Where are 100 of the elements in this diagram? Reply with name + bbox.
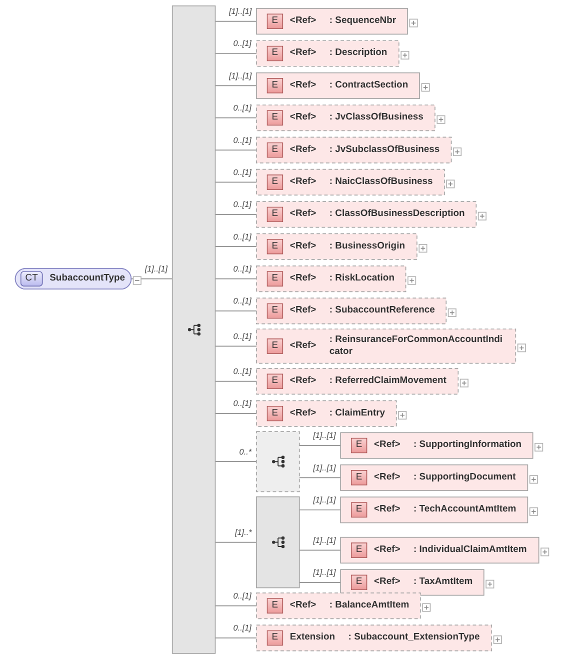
element-tag: E <box>266 303 284 319</box>
element-box <box>256 592 421 620</box>
type-name: : TechAccountAmtItem <box>414 504 518 516</box>
element-name: <Ref> <box>290 112 318 124</box>
multiplicity-label: 0..[1] <box>233 200 252 211</box>
element-box <box>256 298 447 324</box>
element-box <box>256 201 477 228</box>
type-name: : ReferredClaimMovement <box>329 375 448 388</box>
multiplicity-label: [1]..[1] <box>313 464 337 474</box>
type-name: : SubaccountReference <box>329 304 436 317</box>
element-tag: E <box>266 174 284 190</box>
element-tag: E <box>266 142 284 158</box>
element-tag: E <box>266 630 284 646</box>
sequence-compositor <box>256 431 300 492</box>
element-name: <Ref> <box>290 208 318 220</box>
element-name: <Ref> <box>290 240 318 253</box>
connector-line <box>214 214 257 215</box>
element-box <box>256 40 400 67</box>
type-name: : BusinessOrigin <box>329 240 406 253</box>
multiplicity-label: 0..[1] <box>233 39 252 50</box>
element-tag: E <box>266 406 284 422</box>
element-name: <Ref> <box>290 15 318 28</box>
multiplicity-label: 0..[1] <box>233 332 252 342</box>
type-name: : Description <box>329 48 388 60</box>
connector-line <box>214 461 257 462</box>
element-box <box>256 233 418 260</box>
sequence-compositor <box>172 5 216 654</box>
type-name: SubaccountType <box>50 272 126 285</box>
element-box <box>340 569 484 596</box>
element-name: Extension <box>290 632 336 644</box>
type-name: : BalanceAmtItem <box>329 600 410 612</box>
sequence-compositor <box>256 496 300 588</box>
element-box <box>256 368 459 395</box>
connector-line <box>298 477 341 478</box>
multiplicity-label: 0..[1] <box>233 104 252 114</box>
element-name: <Ref> <box>290 408 318 420</box>
connector-line <box>298 509 341 510</box>
multiplicity-label: [1]..[1] <box>229 7 253 18</box>
connector-line <box>130 278 173 280</box>
multiplicity-label: [1]..[1] <box>229 72 253 82</box>
element-name: <Ref> <box>290 340 318 352</box>
element-tag: E <box>266 78 284 94</box>
element-tag: E <box>266 271 284 287</box>
type-name: : SequenceNbr <box>329 15 398 28</box>
type-name: : JvSubclassOfBusiness <box>329 144 441 156</box>
type-name: : IndividualClaimAmtItem <box>414 544 528 556</box>
element-tag: E <box>266 598 284 614</box>
element-box <box>256 400 397 427</box>
multiplicity-label: 0..[1] <box>233 367 252 378</box>
connector-line <box>214 117 257 118</box>
connector-line <box>214 542 257 543</box>
connector-line <box>298 550 341 551</box>
element-name: <Ref> <box>290 176 318 188</box>
connector-line <box>214 246 257 248</box>
element-name: <Ref> <box>290 80 318 92</box>
type-name: : ClaimEntry <box>329 408 386 420</box>
element-name: <Ref> <box>374 440 402 452</box>
element-tag: E <box>266 374 284 390</box>
multiplicity-label: 0..[1] <box>233 399 252 410</box>
multiplicity-label: [1]..* <box>235 528 253 538</box>
element-box <box>340 432 534 459</box>
type-name: : SupportingInformation <box>414 440 523 452</box>
multiplicity-label: [1]..[1] <box>313 431 337 442</box>
connector-line <box>214 53 257 54</box>
connector-line <box>214 380 257 382</box>
element-name: <Ref> <box>290 144 318 156</box>
connector-line <box>298 582 341 583</box>
element-name: <Ref> <box>374 544 402 556</box>
complex-type-box <box>14 268 132 290</box>
type-name: : RiskLocation <box>329 272 396 285</box>
element-box <box>256 8 408 35</box>
multiplicity-label: 0..* <box>239 447 253 458</box>
element-name: <Ref> <box>290 304 318 317</box>
type-name: : ContractSection <box>329 80 410 92</box>
element-box <box>340 496 528 524</box>
element-tag: E <box>266 338 284 354</box>
connector-line <box>214 310 257 312</box>
connector-line <box>214 278 257 280</box>
connector-line <box>214 20 257 22</box>
element-box <box>256 104 436 132</box>
element-tag: E <box>266 206 284 222</box>
element-box <box>256 168 445 196</box>
connector-line <box>298 445 341 446</box>
multiplicity-label: 0..[1] <box>233 232 252 243</box>
multiplicity-label: [1]..[1] <box>313 568 337 579</box>
element-tag: E <box>266 14 284 30</box>
element-box <box>340 464 528 491</box>
element-box <box>256 72 420 99</box>
multiplicity-label: 0..[1] <box>233 168 252 178</box>
element-name: <Ref> <box>374 576 402 588</box>
multiplicity-label: [1]..[1] <box>313 496 337 506</box>
multiplicity-label: 0..[1] <box>233 264 252 275</box>
element-box <box>256 136 452 164</box>
multiplicity-label: 0..[1] <box>233 624 252 634</box>
connector-line <box>214 413 257 414</box>
element-box <box>256 624 492 652</box>
connector-line <box>214 85 257 86</box>
element-name: <Ref> <box>290 272 318 285</box>
element-box <box>340 536 540 564</box>
element-name: <Ref> <box>290 600 318 612</box>
